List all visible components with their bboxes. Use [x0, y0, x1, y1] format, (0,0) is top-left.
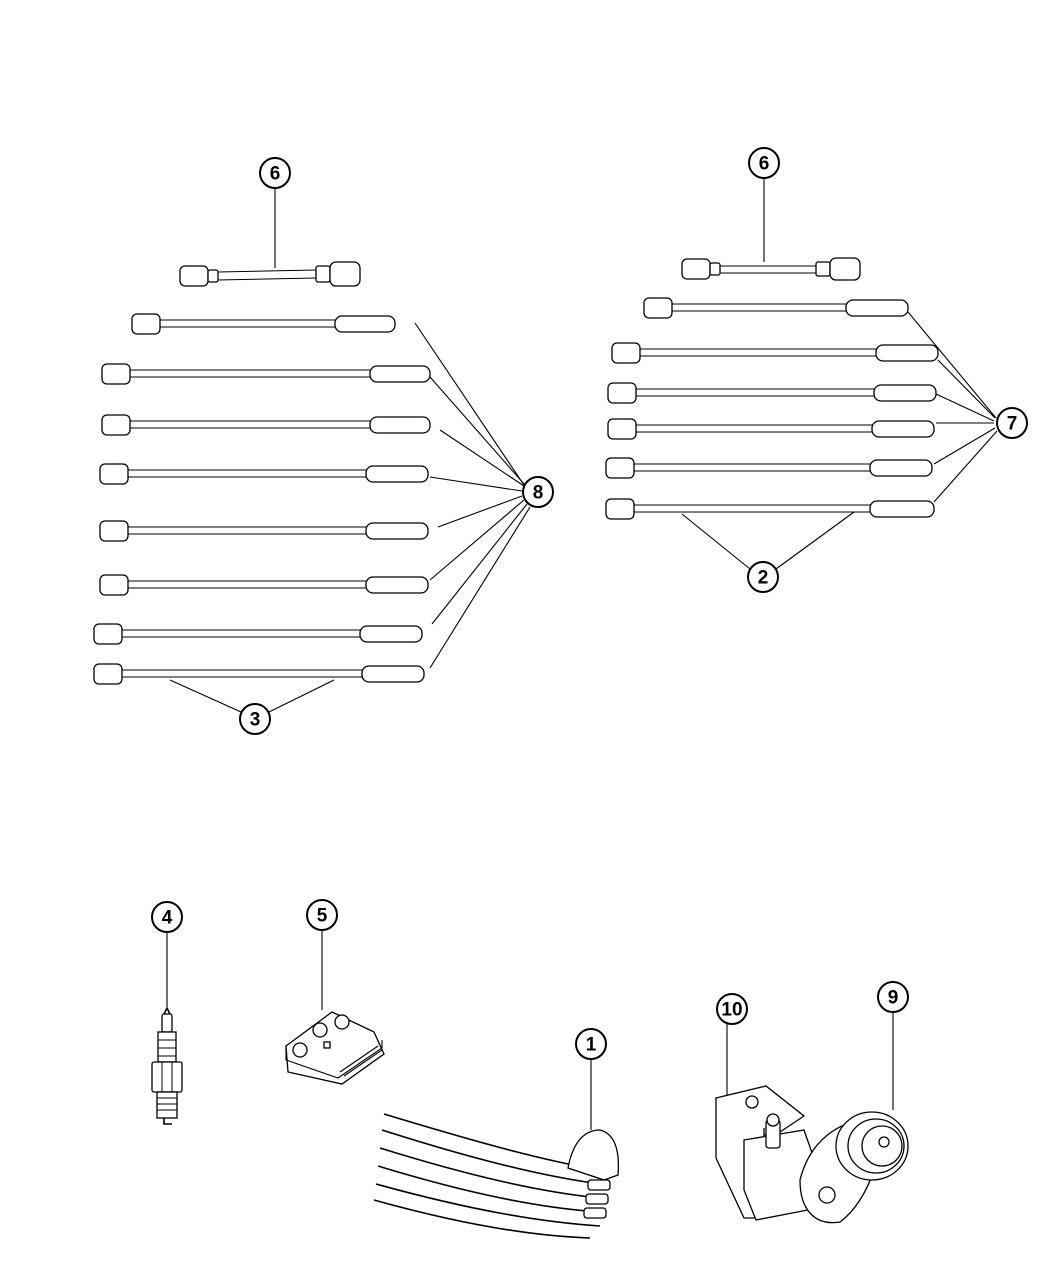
leaders-2 [681, 511, 855, 570]
svg-text:7: 7 [1007, 414, 1018, 435]
wire-harness-bundle [373, 1059, 620, 1239]
svg-text:5: 5 [317, 906, 328, 927]
svg-text:6: 6 [270, 164, 281, 185]
plug-wire-l5 [99, 520, 429, 542]
plug-wire-l3 [101, 414, 431, 436]
callout-6-left: 6 [259, 157, 291, 189]
plug-wire-r2 [611, 342, 939, 364]
plug-wire-r5 [605, 457, 933, 479]
left-wire-set [93, 188, 531, 713]
svg-text:9: 9 [888, 988, 899, 1009]
svg-text:6: 6 [759, 154, 770, 175]
coil-wire-right [681, 257, 861, 281]
plug-wire-l2 [101, 363, 431, 385]
svg-text:1: 1 [586, 1035, 597, 1056]
plug-wire-l7 [93, 623, 423, 645]
leaders-3 [169, 679, 335, 713]
plug-wire-r4 [607, 418, 935, 440]
wire-separator-clip [285, 930, 385, 1085]
svg-text:4: 4 [162, 908, 173, 929]
spark-plug [151, 932, 183, 1125]
coil-wire-left [179, 261, 361, 287]
plug-wire-r1 [643, 297, 909, 319]
leaders-8 [414, 322, 531, 669]
plug-wire-r6 [605, 498, 935, 520]
plug-wire-l8 [93, 663, 425, 685]
plug-wire-l1 [131, 313, 396, 335]
svg-text:8: 8 [533, 483, 544, 504]
svg-text:2: 2 [758, 568, 769, 589]
callout-9: 9 [877, 981, 909, 1013]
svg-text:10: 10 [721, 1000, 742, 1021]
plug-wire-l4 [99, 463, 429, 485]
callout-4: 4 [151, 901, 183, 933]
callout-2: 2 [747, 561, 779, 593]
callout-3: 3 [239, 703, 271, 735]
callout-10: 10 [716, 993, 748, 1025]
plug-wire-l6 [99, 574, 429, 596]
svg-text:3: 3 [250, 710, 261, 731]
callout-7: 7 [996, 407, 1028, 439]
ignition-coil-assembly [715, 1013, 909, 1224]
callout-1: 1 [575, 1028, 607, 1060]
callout-6-right: 6 [748, 147, 780, 179]
callout-5: 5 [306, 899, 338, 931]
leaders-7 [907, 311, 998, 503]
callout-8: 8 [522, 476, 554, 508]
right-wire-set [605, 178, 998, 570]
plug-wire-r3 [607, 382, 937, 404]
